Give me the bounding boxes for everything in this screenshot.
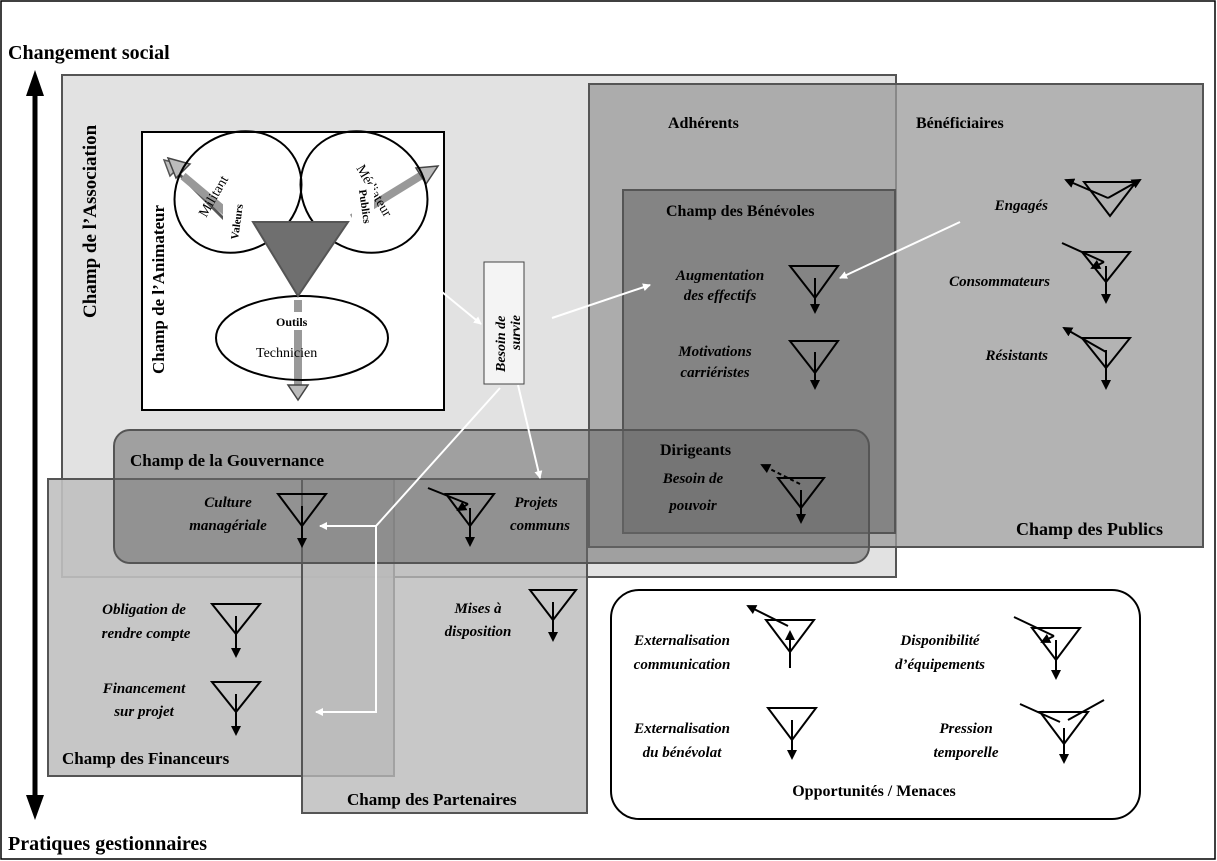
triangle-glyph-culture [276, 493, 328, 548]
outils-label: Outils [276, 315, 308, 329]
triangle-glyph-motivations [787, 340, 840, 390]
projets-line2: communs [510, 518, 570, 534]
field-association-label: Champ de l’Association [80, 124, 101, 318]
consommateurs-label: Consommateurs [949, 274, 1050, 290]
ext-benev-line2: du bénévolat [643, 745, 723, 761]
triangle-glyph-pouvoir [760, 464, 827, 524]
publics-box [352, 184, 374, 240]
projets-line1: Projets [514, 495, 557, 511]
culture-line1: Culture [204, 495, 252, 511]
opportunites-box [610, 589, 1141, 820]
field-benevoles-label: Champ des Bénévoles [666, 203, 814, 220]
triangle-glyph-ext-benev [766, 707, 818, 760]
opportunites-title: Opportunités / Menaces [792, 783, 956, 800]
connector-arrows [315, 221, 961, 716]
besoin-survie-box [483, 261, 525, 385]
dispo-line1: Disponibilité [899, 633, 981, 649]
besoin-survie-line2: survie [509, 315, 524, 351]
triangle-glyph-resistants [1062, 327, 1133, 390]
triangle-glyph-financement [209, 681, 263, 736]
augmentation-line1: Augmentation [675, 268, 764, 284]
technicien-label: Technicien [256, 346, 317, 361]
valeurs-box [223, 186, 245, 242]
animateur-triangle-diagram [162, 130, 440, 402]
triangle-glyph-pression [1019, 699, 1105, 764]
dispo-line2: d’équipements [895, 657, 985, 673]
besoin-survie-line1: Besoin de [494, 316, 509, 373]
financement-line2: sur projet [113, 704, 174, 720]
mises-line1: Mises à [453, 601, 502, 617]
vertical-axis [26, 70, 44, 820]
triangle-glyph-dispo [1013, 616, 1082, 680]
valeurs-label: Valeurs [229, 203, 246, 241]
augmentation-line2: des effectifs [684, 288, 757, 304]
ext-comm-line1: Externalisation [633, 633, 730, 649]
resistants-label: Résistants [984, 348, 1048, 364]
adherents-label: Adhérents [668, 115, 739, 132]
obligation-line1: Obligation de [102, 602, 186, 618]
motivations-line1: Motivations [677, 344, 752, 360]
axis-top-label: Changement social [8, 42, 170, 64]
field-animateur-label: Champ de l’Animateur [149, 204, 168, 374]
field-publics-label: Champ des Publics [1016, 519, 1163, 539]
pression-line2: temporelle [934, 745, 999, 761]
beneficiaires-label: Bénéficiaires [916, 115, 1004, 132]
field-partenaires-label: Champ des Partenaires [347, 790, 517, 809]
field-financeurs-label: Champ des Financeurs [62, 749, 230, 768]
triangle-glyph-augmentation [787, 265, 840, 314]
obligation-line2: rendre compte [102, 626, 191, 642]
motivations-line2: carriéristes [680, 365, 749, 381]
engages-label: Engagés [994, 198, 1049, 214]
triangle-glyph-mises [527, 589, 579, 642]
culture-line2: managériale [189, 518, 267, 534]
ext-comm-line2: communication [634, 657, 731, 673]
triangle-glyph-obligation [209, 603, 263, 658]
axis-bottom-label: Pratiques gestionnaires [8, 833, 207, 855]
pression-line1: Pression [939, 721, 992, 737]
triangle-glyph-consommateurs [1061, 242, 1133, 304]
publics-label: Publics [356, 189, 373, 225]
triangle-glyph-ext-comm [746, 605, 816, 668]
triangle-glyph-projets [427, 487, 496, 547]
triangle-glyph-engages [1064, 178, 1142, 218]
mises-line2: disposition [445, 624, 512, 640]
financement-line1: Financement [102, 681, 186, 697]
ext-benev-line1: Externalisation [633, 721, 730, 737]
pouvoir-line1: Besoin de [662, 471, 724, 487]
pouvoir-line2: pouvoir [667, 498, 717, 514]
field-gouvernance-label: Champ de la Gouvernance [130, 451, 325, 470]
outils-box [268, 312, 328, 330]
dirigeants-label: Dirigeants [660, 442, 731, 459]
